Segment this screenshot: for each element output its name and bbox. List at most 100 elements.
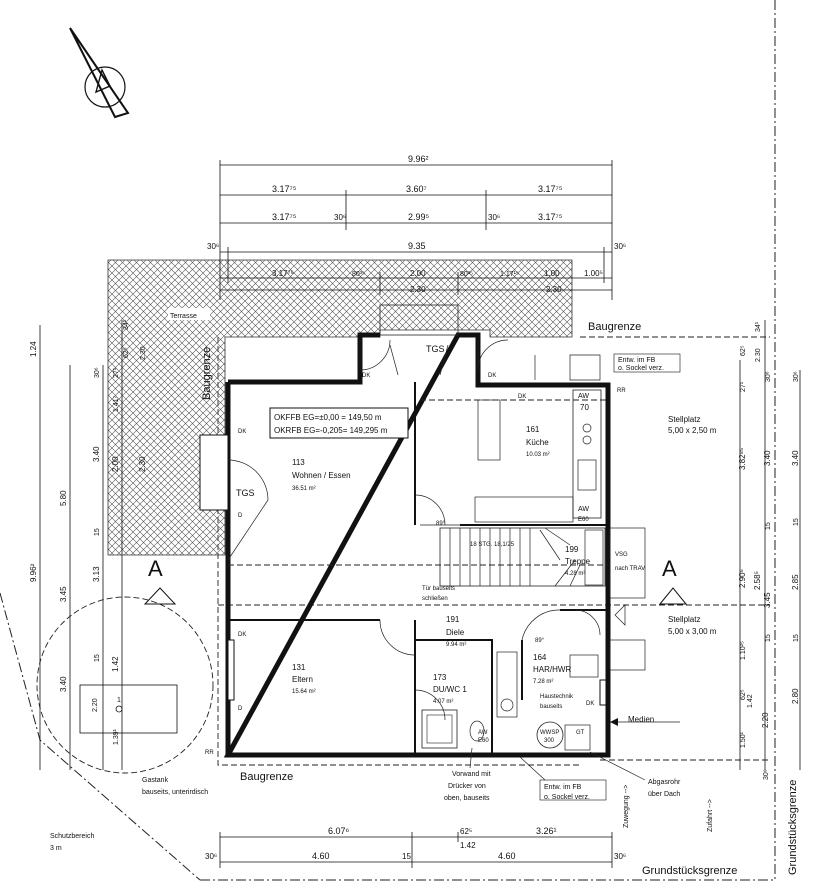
svg-text:5.80: 5.80 [59, 490, 68, 506]
svg-text:70: 70 [580, 403, 589, 412]
kitchen [474, 389, 602, 523]
svg-text:80³⁵: 80³⁵ [352, 271, 365, 278]
svg-text:1.24: 1.24 [29, 341, 38, 357]
zufahrt-label: Zufahrt --> [707, 799, 714, 832]
doors [227, 304, 601, 721]
room-191: 191 Diele 9.94 m² [446, 615, 466, 648]
svg-text:1.00⁵: 1.00⁵ [584, 269, 603, 278]
svg-text:3.17⁷⁵: 3.17⁷⁵ [538, 184, 563, 194]
svg-text:3.40: 3.40 [791, 450, 800, 466]
svg-text:TGS: TGS [236, 488, 255, 498]
svg-text:RR: RR [617, 388, 626, 394]
svg-text:27¹: 27¹ [113, 367, 120, 378]
svg-text:2.85: 2.85 [791, 574, 800, 590]
svg-text:30⁶: 30⁶ [207, 242, 219, 251]
svg-text:9.96²: 9.96² [408, 154, 429, 164]
svg-text:DK: DK [518, 394, 526, 400]
svg-text:Wohnen / Essen: Wohnen / Essen [292, 471, 351, 480]
level-rfb: OKRFB EG=-0,205= 149,295 m [274, 426, 388, 435]
svg-text:30⁶: 30⁶ [488, 213, 500, 222]
svg-text:Eltern: Eltern [292, 675, 313, 684]
svg-text:9.35: 9.35 [408, 241, 426, 251]
svg-text:Drücker von: Drücker von [448, 783, 486, 790]
svg-text:1.50¹: 1.50¹ [740, 731, 747, 748]
svg-text:2.30: 2.30 [410, 285, 426, 294]
room-173: 173 DU/WC 1 4.07 m² [433, 673, 467, 705]
svg-text:Medien: Medien [628, 715, 654, 724]
room-164: 164 HAR/HWR 7.28 m² [533, 653, 571, 685]
svg-text:über Dach: über Dach [648, 791, 680, 798]
staircase [439, 527, 606, 587]
svg-text:2.30: 2.30 [138, 456, 147, 472]
svg-text:Haustechnik: Haustechnik [540, 694, 574, 700]
svg-text:4.60: 4.60 [498, 851, 516, 861]
svg-text:3.45: 3.45 [59, 586, 68, 602]
svg-text:30⁶: 30⁶ [334, 213, 346, 222]
north-arrow-icon [69, 27, 130, 119]
svg-text:161: 161 [526, 425, 540, 434]
room-113: 113 Wohnen / Essen 36.51 m² [292, 458, 351, 492]
dimensions-top: 9.96² 3.17⁷⁵ 3.60⁷ 3.17⁷⁵ 3.17⁷⁵ 30⁶ 2.9… [207, 154, 626, 300]
svg-text:3.45: 3.45 [763, 592, 772, 608]
grundstuecksgrenze-horizontal: Grundstücksgrenze [642, 865, 737, 877]
level-ffb: OKFFB EG=±0,00 = 149,50 m [274, 413, 382, 422]
svg-text:Tür bauseits: Tür bauseits [422, 586, 455, 592]
svg-text:TGS: TGS [426, 344, 445, 354]
svg-text:173: 173 [433, 673, 447, 682]
svg-text:A: A [662, 556, 677, 581]
svg-text:4.07 m²: 4.07 m² [433, 699, 453, 705]
grundstuecksgrenze-vertical: Grundstücksgrenze [787, 780, 799, 875]
svg-text:30⁶: 30⁶ [793, 371, 800, 382]
svg-text:o. Sockel verz.: o. Sockel verz. [618, 365, 664, 372]
svg-text:15.64 m²: 15.64 m² [292, 689, 316, 695]
svg-text:1.00: 1.00 [544, 269, 560, 278]
svg-text:1.42: 1.42 [460, 841, 476, 850]
room-161: 161 Küche 10.03 m² [526, 425, 550, 458]
svg-text:2.90⁵: 2.90⁵ [738, 569, 747, 588]
section-mark-left: A [143, 556, 177, 605]
svg-text:2.00: 2.00 [111, 456, 120, 472]
svg-text:3.17⁷⁵: 3.17⁷⁵ [272, 212, 297, 222]
svg-text:WWSP: WWSP [540, 730, 559, 736]
svg-text:113: 113 [292, 458, 305, 467]
svg-text:15: 15 [793, 634, 800, 642]
svg-text:2.30: 2.30 [140, 346, 147, 360]
svg-text:3.60⁷: 3.60⁷ [406, 184, 427, 194]
svg-text:1: 1 [117, 697, 121, 704]
svg-text:15: 15 [793, 518, 800, 526]
svg-text:62⁵: 62⁵ [123, 347, 130, 358]
svg-text:schließen: schließen [422, 596, 448, 602]
svg-text:89°: 89° [436, 521, 446, 527]
stellplatz-2-label: Stellplatz [668, 615, 700, 624]
svg-text:HAR/HWR: HAR/HWR [533, 665, 571, 674]
svg-text:30⁶: 30⁶ [765, 371, 772, 382]
svg-text:nach TRAV: nach TRAV [615, 566, 645, 572]
svg-text:GT: GT [576, 730, 585, 736]
terrace-label: Terrasse [170, 313, 197, 320]
svg-text:1.42: 1.42 [747, 694, 754, 708]
svg-text:4.28 m²: 4.28 m² [565, 571, 585, 577]
svg-text:1.10²⁵: 1.10²⁵ [740, 641, 747, 660]
svg-text:15: 15 [765, 634, 772, 642]
svg-text:164: 164 [533, 653, 547, 662]
svg-text:89°: 89° [535, 638, 545, 644]
exterior-walls [199, 332, 611, 758]
svg-text:3.13: 3.13 [92, 566, 101, 582]
svg-text:15: 15 [94, 528, 101, 536]
svg-text:199: 199 [565, 545, 579, 554]
svg-text:2.99⁵: 2.99⁵ [408, 212, 430, 222]
svg-text:10.03 m²: 10.03 m² [526, 452, 550, 458]
svg-text:3.40: 3.40 [92, 446, 101, 462]
section-mark-right: A [658, 556, 688, 605]
svg-text:AW: AW [478, 730, 488, 736]
svg-text:bauseits: bauseits [540, 704, 562, 710]
svg-text:18 STG. 18,1/25: 18 STG. 18,1/25 [470, 542, 515, 548]
svg-text:3.82⁸⁵: 3.82⁸⁵ [738, 448, 747, 470]
svg-text:DK: DK [488, 373, 496, 379]
svg-text:2.58⁵: 2.58⁵ [753, 571, 762, 590]
svg-text:3.17⁷⁵: 3.17⁷⁵ [538, 212, 563, 222]
svg-text:6.07⁶: 6.07⁶ [328, 826, 350, 836]
svg-text:E60: E60 [478, 738, 489, 744]
svg-text:4.60: 4.60 [312, 851, 330, 861]
svg-text:30⁶: 30⁶ [614, 852, 626, 861]
